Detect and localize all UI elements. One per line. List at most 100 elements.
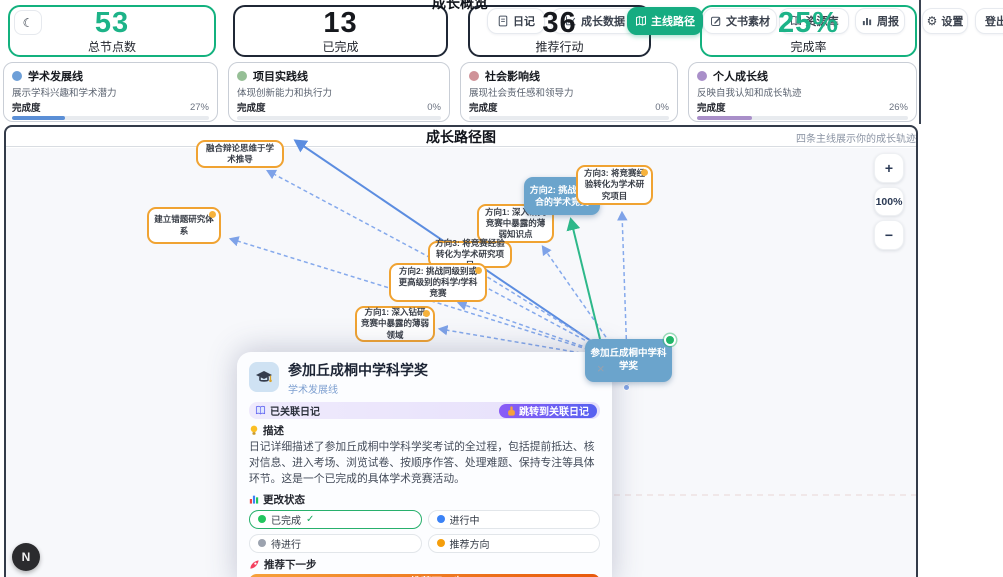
line-chart-icon [566,16,576,26]
graph-node[interactable]: 方向2: 挑战同级别或更高级别的科学/学科竞赛 [389,263,487,302]
status-option-recommended[interactable]: 推荐方向 [427,533,600,553]
toolbar-button-resources[interactable]: 资源库 [779,8,849,34]
linked-diary-bar: 已关联日记 跳转到关联日记 [249,402,600,419]
status-options: 已完成 ✓ 进行中 待进行 推荐方向 [249,509,600,553]
track-card-personal: 个人成长线 反映自我认知和成长轨迹 完成度 26% 34 个节点 9 已完成 [688,62,917,122]
toolbar-button-label: 主线路径 [651,16,695,28]
stat-value: 13 [323,6,358,39]
gear-icon: ⚙ [926,14,938,28]
lightbulb-icon [250,425,258,435]
progress-fill [697,116,752,120]
toolbar-button-diary[interactable]: 日记 [487,8,545,34]
document-icon [498,15,508,27]
fab-label: N [21,550,31,564]
open-book-icon [255,405,266,415]
jump-to-diary-label: 跳转到关联日记 [519,407,589,418]
graph-node[interactable]: 方向3: 将竞赛经验转化为学术研究项目 [576,165,653,205]
graph-node-label: 方向2: 挑战同级别或更高级别的科学/学科竞赛 [398,265,478,299]
description-label-text: 描述 [263,425,284,437]
track-dot-icon [469,71,479,81]
next-step-section-label: 推荐下一步 [249,557,600,572]
graph-node-label: 建立错题研究体系 [154,214,214,236]
track-name: 项目实践线 [253,71,308,83]
stat-value: 53 [94,6,130,39]
progress-label: 完成度 [12,103,41,114]
toolbar-button-label: 日记 [513,16,535,28]
description-text: 日记详细描述了参加丘成桐中学科学奖考试的全过程，包括提前抵达、核对信息、进入考场… [249,441,595,485]
zoom-level-label: 100% [875,195,903,208]
toolbar-button-weekly-report[interactable]: 周报 [855,8,905,34]
settings-button[interactable]: ⚙ 设置 [922,8,968,34]
logout-button[interactable]: 登出 [975,8,1003,34]
progress-bar [237,116,441,120]
graph-node-label: 方向1: 深入钻研竞赛中暴露的薄弱领域 [361,307,430,340]
modal-track-label: 学术发展线 [288,385,338,396]
node-status-dot-icon [641,169,648,176]
modal-icon-tile [249,362,279,392]
node-connection-handle[interactable] [623,384,630,391]
toolbar-button-growth-data[interactable]: 成长数据 [551,8,639,34]
blue-dot-icon [436,515,445,524]
zoom-level-button[interactable]: 100% [874,187,904,216]
status-option-label: 推荐方向 [449,539,490,551]
completed-badge-icon [664,334,676,346]
status-option-completed[interactable]: 已完成 ✓ [249,509,422,529]
track-dot-icon [697,71,707,81]
dark-mode-toggle[interactable]: ☾ [14,10,42,35]
notification-fab[interactable]: N [12,543,40,571]
edit-pencil-icon [711,16,721,26]
book-icon [790,16,801,26]
track-name: 个人成长线 [713,71,768,83]
status-option-label: 进行中 [449,515,480,527]
toolbar-button-main-path[interactable]: 主线路径 [627,7,703,35]
stat-value: 25% [777,6,840,39]
zoom-in-button[interactable]: + [874,153,904,183]
track-card-social: 社会影响线 展现社会责任感和领导力 完成度 0% 0 个节点 0 已完成 [460,62,678,122]
rocket-icon [250,560,259,569]
status-option-in-progress[interactable]: 进行中 [427,509,600,529]
progress-percent: 0% [427,101,441,113]
graph-node[interactable]: 建立错题研究体系 [147,207,221,244]
logout-label: 登出 [985,16,1003,28]
description-section-label: 描述 [249,423,600,438]
status-label-text: 更改状态 [263,493,305,506]
bar-chart-icon [862,18,872,26]
node-status-dot-icon [209,211,216,218]
track-dot-icon [237,71,247,81]
status-option-label: 待进行 [271,539,301,551]
stat-label: 已完成 [322,39,359,54]
check-icon: ✓ [306,513,315,525]
stat-card-completed: 13 已完成 [233,5,448,57]
progress-bar [12,116,209,120]
track-desc: 展示学科兴趣和学术潜力 [12,88,117,99]
stat-value: 36 [542,6,577,39]
track-desc: 体现创新能力和执行力 [237,88,333,99]
stat-card-total-nodes: ☾ 53 总节点数 [8,5,216,57]
track-card-academic: 学术发展线 展示学科兴趣和学术潜力 完成度 27% 15 个节点 4 已完成 [3,62,218,122]
modal-header: 参加丘成桐中学科学奖 学术发展线 [249,362,600,396]
gray-dot-icon [258,539,266,548]
progress-percent: 0% [655,101,669,113]
stat-label: 总节点数 [87,39,136,54]
pointing-hand-icon [508,405,515,416]
jump-to-diary-button[interactable]: 跳转到关联日记 [499,403,597,418]
progress-fill [12,116,66,120]
node-status-dot-icon [423,310,430,317]
graph-node-label: 融合辩论思维于学术推导 [205,142,274,164]
modal-title: 参加丘成桐中学科学奖 [288,362,428,378]
toolbar-button-documents[interactable]: 文书素材 [703,8,777,34]
toolbar-button-label: 成长数据 [581,16,625,28]
node-status-dot-icon [475,267,482,274]
graph-node[interactable]: 融合辩论思维于学术推导 [196,140,284,168]
next-step-label-text: 推荐下一步 [264,558,317,571]
track-dot-icon [12,71,22,81]
status-option-pending[interactable]: 待进行 [249,533,422,553]
growth-map-title: 成长路径图 [426,129,496,145]
zoom-out-button[interactable]: − [874,220,904,250]
moon-icon: ☾ [22,15,34,30]
track-desc: 反映自我认知和成长轨迹 [697,88,802,99]
zoom-in-label: + [884,160,894,176]
graph-node[interactable]: 方向1: 深入钻研竞赛中暴露的薄弱领域 [355,306,435,342]
modal-close-icon[interactable]: × [597,361,605,376]
